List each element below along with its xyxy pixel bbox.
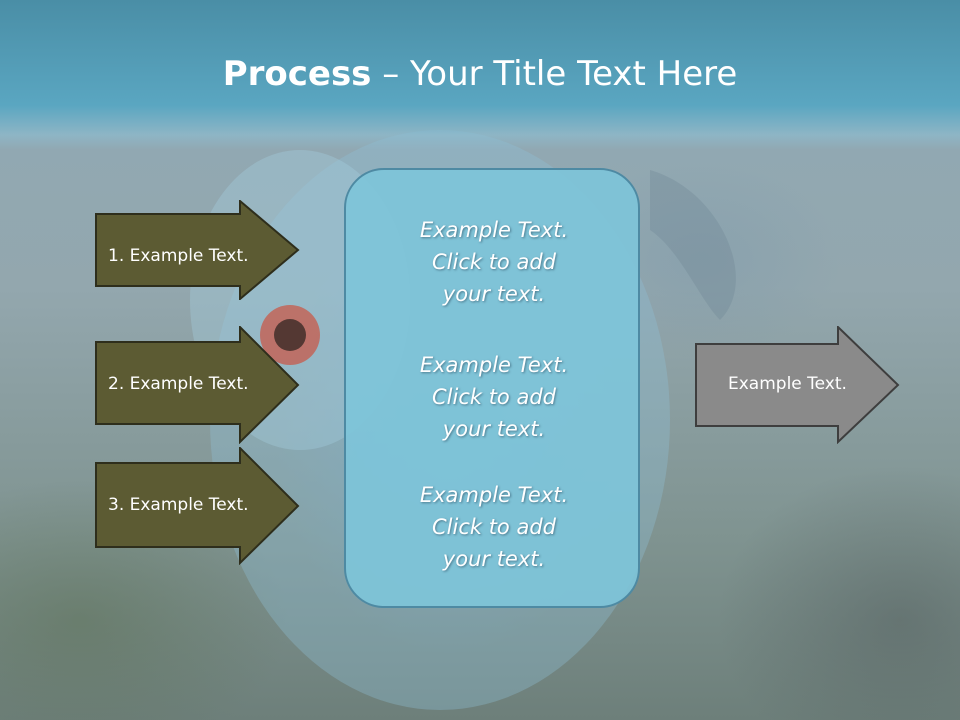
center-block-2: Example Text. Click to add your text.	[346, 349, 642, 445]
page-title: Process – Your Title Text Here	[0, 52, 960, 96]
step-label-3: 3. Example Text.	[108, 495, 249, 515]
center-block-1-line2: Click to add	[431, 250, 556, 274]
output-arrow[interactable]	[694, 326, 900, 444]
center-block-3: Example Text. Click to add your text.	[346, 479, 642, 575]
title-bar	[0, 0, 960, 150]
step-arrow-2[interactable]	[94, 326, 300, 444]
center-block-2-line3: your text.	[442, 417, 546, 441]
center-block-1-line1: Example Text.	[419, 218, 569, 242]
center-text-box[interactable]: Example Text. Click to add your text. Ex…	[344, 168, 640, 608]
title-rest: – Your Title Text Here	[371, 54, 738, 94]
title-bold: Process	[222, 54, 372, 94]
center-block-3-line3: your text.	[442, 547, 546, 571]
center-block-1: Example Text. Click to add your text.	[346, 214, 642, 310]
center-block-3-line1: Example Text.	[419, 483, 569, 507]
center-block-2-line2: Click to add	[431, 385, 556, 409]
step-label-2: 2. Example Text.	[108, 374, 249, 394]
step-label-1: 1. Example Text.	[108, 246, 249, 266]
step-arrow-3[interactable]	[94, 447, 300, 565]
output-label: Example Text.	[728, 374, 847, 394]
center-block-3-line2: Click to add	[431, 515, 556, 539]
center-block-1-line3: your text.	[442, 282, 546, 306]
step-arrow-1[interactable]	[94, 200, 300, 300]
center-block-2-line1: Example Text.	[419, 353, 569, 377]
